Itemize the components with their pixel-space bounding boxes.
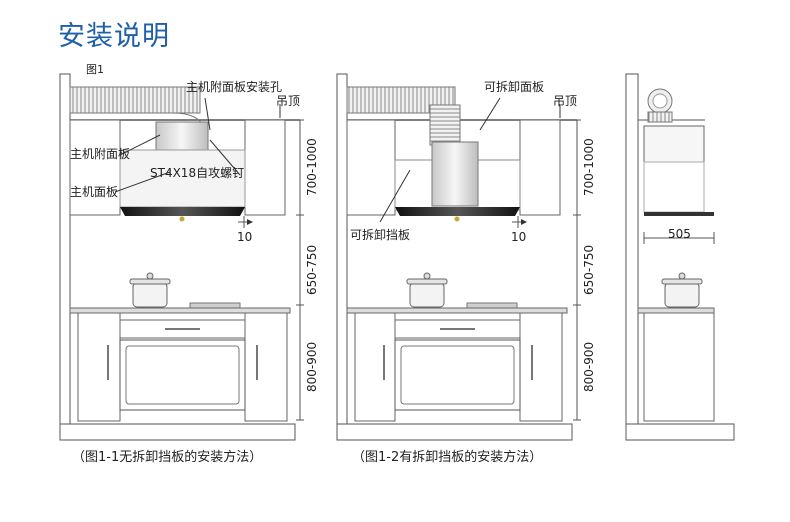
exhaust-duct [69,86,201,114]
burner [189,302,241,309]
dim-10: 10 [511,230,526,244]
countertop [637,307,715,314]
burner [466,302,518,309]
floor [59,423,296,441]
oven [119,339,246,411]
dim-650-750: 650-750 [582,245,596,295]
figure-1-2: 可拆卸面板 吊顶 可拆卸挡板 10 700-1000 650-750 800-9… [336,73,596,441]
label-ceiling: 吊顶 [553,94,577,108]
label-main-panel: 主机面板 [70,185,118,199]
floor [625,423,735,441]
dim-800-900: 800-900 [305,342,319,392]
floor [336,423,573,441]
lower-cabinet-right [519,312,563,422]
hood-glass-panel [395,207,520,216]
dim-700-1000: 700-1000 [305,138,319,196]
oven [394,339,521,411]
main-attach-panel [119,149,246,208]
label-hole: 主机附面板安装孔 [186,79,282,94]
hood-glass-side [644,212,714,216]
upper-cabinet-right [244,119,286,216]
lower-cabinet-side [643,312,715,422]
figure-side-view: 505 [625,73,735,441]
upper-cabinet-left [346,119,396,216]
label-attach-panel: 主机附面板 [70,147,130,161]
pot [132,282,168,308]
lower-cabinet-right [244,312,288,422]
upper-cabinet-side [643,125,705,163]
dim-700-1000: 700-1000 [582,138,596,196]
page-title: 安装说明 [58,21,170,52]
dim-800-900: 800-900 [582,342,596,392]
label-removable-baffle: 可拆卸挡板 [350,227,410,242]
dim-650-750: 650-750 [305,245,319,295]
hood-glass-panel [120,207,245,216]
countertop [346,307,568,314]
pot [664,282,700,308]
figure-1-1: 主机附面板安装孔 吊顶 主机附面板 ST4X18自攻螺钉 主机面板 10 700… [59,73,319,441]
label-screw: ST4X18自攻螺钉 [150,166,244,180]
dim-10: 10 [237,230,252,244]
label-ceiling: 吊顶 [276,94,300,108]
pot [409,282,445,308]
left-wall [59,73,71,425]
caption-figure-1-2: （图1-2有拆卸挡板的安装方法） [352,450,543,465]
upper-cabinet-right [519,119,561,216]
hood-chimney [431,141,479,207]
hood-side [643,161,705,213]
lower-cabinet-left [77,312,121,422]
hood-light-icon [179,216,185,222]
left-wall [336,73,348,425]
countertop [69,307,291,314]
exhaust-duct-bend [429,104,461,146]
upper-cabinet-left [69,119,121,216]
hood-light-icon [454,216,460,222]
caption-figure-1-1: （图1-1无拆卸挡板的安装方法） [72,450,263,465]
figure-label: 图1 [86,63,104,76]
dim-505: 505 [668,227,691,241]
lower-cabinet-left [354,312,396,422]
label-removable-panel: 可拆卸面板 [484,79,544,94]
left-wall [625,73,639,425]
